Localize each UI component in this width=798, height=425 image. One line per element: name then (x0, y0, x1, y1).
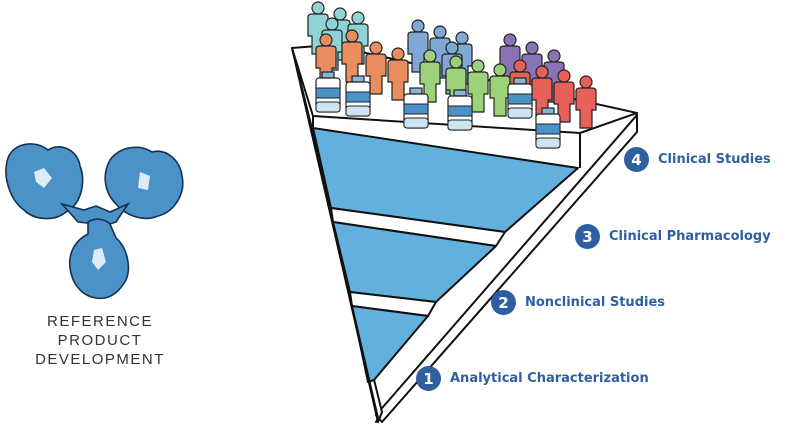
step-2-label: Nonclinical Studies (525, 295, 666, 310)
step-4-number: 4 (624, 147, 649, 172)
vial-icon (447, 89, 473, 131)
step-3-number: 3 (575, 224, 600, 249)
step-1: 1 Analytical Characterization (416, 366, 649, 391)
person-icon (419, 49, 441, 103)
vial-icon (507, 77, 533, 119)
caption-line-2: PRODUCT (57, 332, 143, 349)
step-3-label: Clinical Pharmacology (609, 229, 771, 244)
vial-icon (535, 107, 561, 149)
antibody-icon (5, 143, 184, 300)
person-icon (575, 75, 597, 129)
vial-icon (315, 71, 341, 113)
study-population (307, 1, 597, 149)
step-1-label: Analytical Characterization (450, 371, 649, 386)
step-2-number: 2 (491, 290, 516, 315)
person-icon (467, 59, 489, 113)
vial-icon (403, 87, 429, 129)
step-1-number: 1 (416, 366, 441, 391)
person-icon (341, 29, 363, 83)
caption-line-3: DEVELOPMENT (35, 351, 165, 368)
step-2: 2 Nonclinical Studies (491, 290, 665, 315)
level-2 (351, 305, 429, 383)
step-3: 3 Clinical Pharmacology (575, 224, 771, 249)
person-icon (553, 69, 575, 123)
person-icon (365, 41, 387, 95)
person-icon (387, 47, 409, 101)
caption-line-1: REFERENCE (46, 313, 153, 330)
step-4-label: Clinical Studies (658, 152, 771, 167)
vial-icon (345, 75, 371, 117)
step-4: 4 Clinical Studies (624, 147, 771, 172)
person-icon (489, 63, 511, 117)
